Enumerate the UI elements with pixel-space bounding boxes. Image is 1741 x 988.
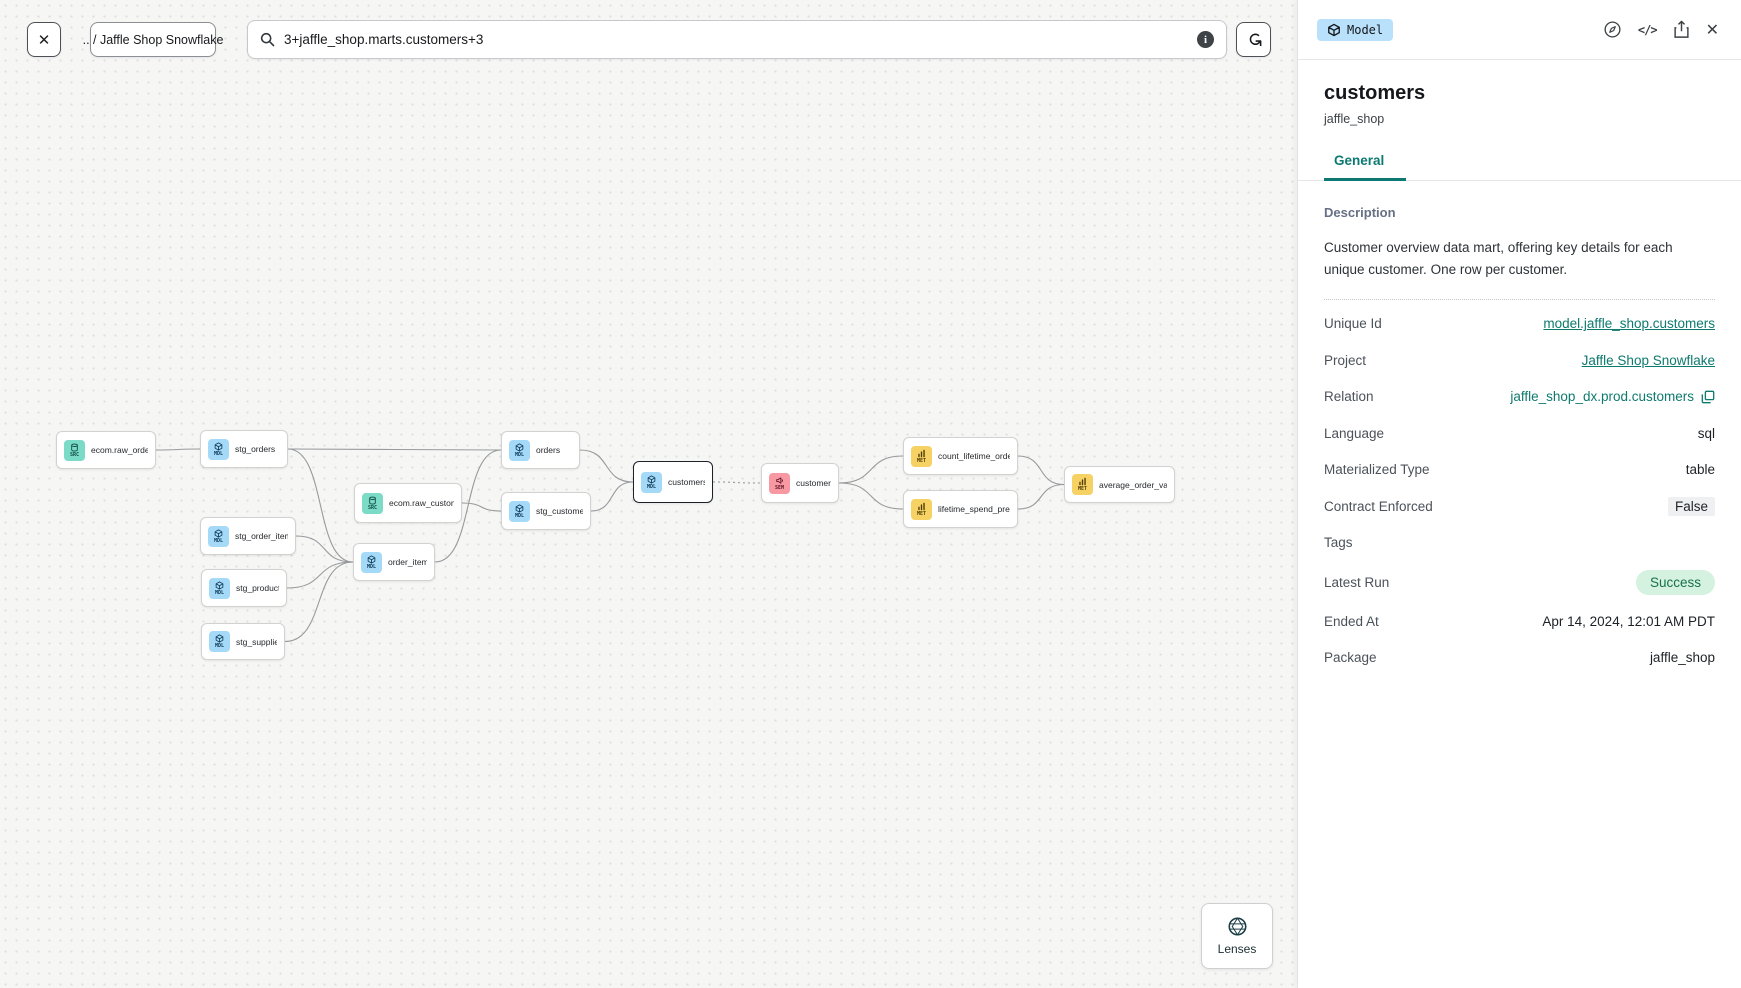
node-label: lifetime_spend_pretax <box>938 504 1010 514</box>
package-subtitle: jaffle_shop <box>1324 112 1385 126</box>
mdl-icon: MDL <box>509 439 530 461</box>
share-icon[interactable] <box>1673 20 1690 39</box>
model-cube-icon <box>1327 23 1341 37</box>
field-row-contract-enforced: Contract Enforced False <box>1324 488 1715 525</box>
package-value: jaffle_shop <box>1649 650 1715 666</box>
graph-node-stg_orders[interactable]: MDL stg_orders <box>200 430 288 468</box>
src-icon: SRC <box>64 439 85 461</box>
graph-node-customers_sem[interactable]: SEM customers <box>761 463 839 503</box>
language-value: sql <box>1697 425 1715 441</box>
graph-node-stg_supplies[interactable]: MDL stg_supplies <box>201 623 285 660</box>
materialized-type-value: table <box>1685 462 1715 478</box>
mdl-icon: MDL <box>209 577 230 599</box>
tab-general[interactable]: General <box>1324 153 1407 181</box>
node-label: average_order_value <box>1099 479 1167 490</box>
resource-type-badge: Model <box>1317 18 1394 41</box>
page-title: customers <box>1324 82 1426 104</box>
breadcrumb[interactable]: .. / Jaffle Shop Snowflake <box>83 22 223 57</box>
metadata-fields: Unique Id model.jaffle_shop.customers Pr… <box>1324 306 1715 677</box>
node-label: ecom.raw_customers <box>389 498 454 508</box>
node-label: stg_supplies <box>236 636 277 647</box>
status-badge: Success <box>1635 569 1715 595</box>
node-label: orders <box>536 445 561 455</box>
node-label: stg_order_items <box>235 531 288 541</box>
close-panel-icon[interactable]: ✕ <box>1705 21 1719 39</box>
panel-tabs: General <box>1298 152 1741 181</box>
close-icon: ✕ <box>37 31 51 49</box>
refresh-icon: ↻ <box>1242 31 1264 48</box>
node-label: stg_products <box>236 583 279 593</box>
node-label: customers <box>796 478 831 488</box>
field-row-ended-at: Ended At Apr 14, 2024, 12:01 AM PDT <box>1324 613 1715 629</box>
graph-node-order_items[interactable]: MDL order_items <box>353 543 435 581</box>
search-icon <box>260 32 275 47</box>
details-panel: Model </> ✕ customers jaffle_shop Genera… <box>1297 0 1741 988</box>
node-label: count_lifetime_orders <box>938 451 1010 461</box>
details-panel-header: Model </> ✕ <box>1298 0 1741 60</box>
mdl-icon: MDL <box>208 525 229 547</box>
field-row-latest-run: Latest Run Success <box>1324 561 1715 603</box>
mdl-icon: MDL <box>641 471 662 493</box>
lineage-selector-input[interactable] <box>284 32 1197 47</box>
graph-node-orders[interactable]: MDL orders <box>501 431 580 469</box>
node-label: ecom.raw_orders <box>91 445 148 455</box>
graph-node-stg_customers[interactable]: MDL stg_customers <box>501 492 591 530</box>
lineage-toolbar: ✕ .. / Jaffle Shop Snowflake i ↻ <box>0 0 1297 80</box>
ended-at-value: Apr 14, 2024, 12:01 AM PDT <box>1542 613 1715 629</box>
description-heading: Description <box>1324 205 1396 220</box>
lineage-search-bar: i <box>247 20 1227 59</box>
divider <box>1324 298 1715 300</box>
mdl-icon: MDL <box>361 551 382 573</box>
met-icon: MET <box>911 445 932 467</box>
field-row-language: Language sql <box>1324 425 1715 441</box>
graph-node-ecom_raw_customers[interactable]: SRC ecom.raw_customers <box>354 483 462 523</box>
field-row-unique-id: Unique Id model.jaffle_shop.customers <box>1324 316 1715 332</box>
node-label: customers <box>668 477 705 487</box>
graph-node-average_order_value[interactable]: MET average_order_value <box>1064 466 1175 503</box>
node-label: stg_customers <box>536 506 583 516</box>
sem-icon: SEM <box>769 472 790 494</box>
field-row-package: Package jaffle_shop <box>1324 650 1715 666</box>
mdl-icon: MDL <box>209 631 230 652</box>
exit-lineage-button[interactable]: ✕ <box>27 22 61 57</box>
info-icon[interactable]: i <box>1197 31 1214 48</box>
src-icon: SRC <box>362 492 383 514</box>
mdl-icon: MDL <box>509 500 530 522</box>
refresh-lineage-button[interactable]: ↻ <box>1236 22 1271 57</box>
graph-node-count_lifetime_orders[interactable]: MET count_lifetime_orders <box>903 437 1018 475</box>
field-row-project: Project Jaffle Shop Snowflake <box>1324 352 1715 368</box>
lenses-button[interactable]: Lenses <box>1201 903 1273 969</box>
lineage-canvas[interactable]: SRC ecom.raw_orders MDL stg_orders SRC e… <box>0 0 1297 988</box>
field-row-relation: Relation jaffle_shop_dx.prod.customers <box>1324 379 1715 416</box>
project-link[interactable]: Jaffle Shop Snowflake <box>1581 352 1715 368</box>
field-row-materialized-type: Materialized Type table <box>1324 462 1715 478</box>
node-label: stg_orders <box>235 444 276 454</box>
graph-node-lifetime_spend_pretax[interactable]: MET lifetime_spend_pretax <box>903 490 1018 528</box>
explore-icon[interactable] <box>1603 20 1622 39</box>
mdl-icon: MDL <box>208 438 229 460</box>
lenses-aperture-icon <box>1227 917 1247 936</box>
node-label: order_items <box>388 557 427 567</box>
view-code-icon[interactable]: </> <box>1637 22 1658 37</box>
unique-id-link[interactable]: model.jaffle_shop.customers <box>1543 316 1715 332</box>
graph-node-customers[interactable]: MDL customers <box>633 461 713 503</box>
copy-icon[interactable] <box>1701 390 1715 404</box>
relation-value: jaffle_shop_dx.prod.customers <box>1510 389 1694 405</box>
contract-enforced-badge: False <box>1667 496 1715 516</box>
description-text: Customer overview data mart, offering ke… <box>1324 240 1673 277</box>
field-row-tags: Tags <box>1324 535 1353 551</box>
lineage-edges <box>155 448 1065 643</box>
met-icon: MET <box>1072 474 1093 495</box>
graph-node-stg_order_items[interactable]: MDL stg_order_items <box>200 517 296 555</box>
graph-node-stg_products[interactable]: MDL stg_products <box>201 569 287 607</box>
met-icon: MET <box>911 498 932 520</box>
lenses-label: Lenses <box>1217 942 1257 956</box>
graph-node-ecom_raw_orders[interactable]: SRC ecom.raw_orders <box>56 431 156 469</box>
